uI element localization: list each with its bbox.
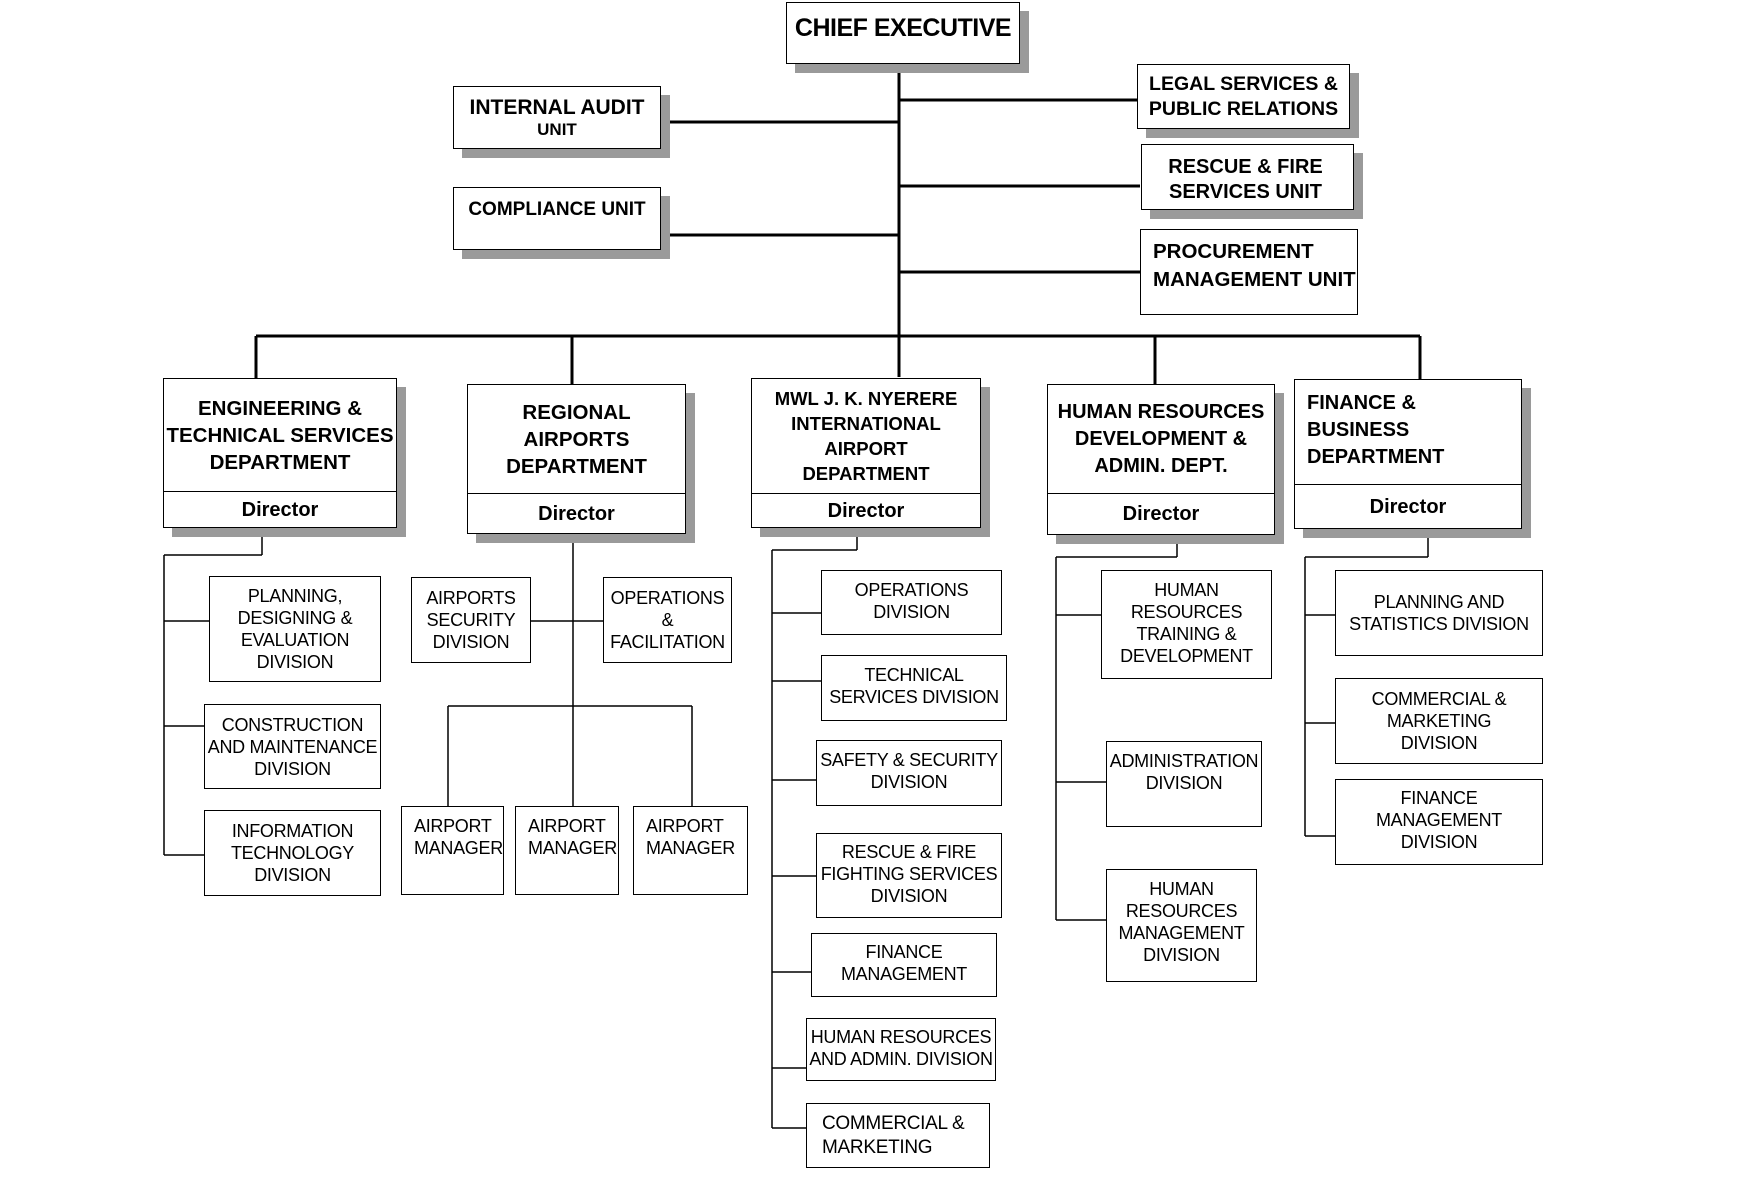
division-label: TECHNICAL SERVICES DIVISION	[829, 665, 999, 707]
division-label: PLANNING AND STATISTICS DIVISION	[1349, 592, 1529, 634]
hr-department-title: HUMAN RESOURCES DEVELOPMENT & ADMIN. DEP…	[1057, 400, 1265, 477]
division-box: HUMAN RESOURCES AND ADMIN. DIVISION	[806, 1018, 996, 1081]
procurement-unit-box: PROCUREMENT MANAGEMENT UNIT	[1140, 229, 1358, 315]
airport-manager-label: AIRPORT MANAGER	[528, 816, 617, 858]
division-label: FINANCE MANAGEMENT DIVISION	[1375, 788, 1502, 852]
division-box: ADMINISTRATION DIVISION	[1106, 741, 1262, 827]
division-box: COMMERCIAL & MARKETING	[806, 1103, 990, 1168]
engineering-director: Director	[164, 491, 396, 528]
division-box: PLANNING, DESIGNING & EVALUATION DIVISIO…	[209, 576, 381, 682]
airport-manager-box: AIRPORT MANAGER	[515, 806, 619, 895]
compliance-unit-label: COMPLIANCE UNIT	[468, 198, 646, 220]
legal-services-box: LEGAL SERVICES & PUBLIC RELATIONS	[1137, 64, 1350, 129]
division-box: RESCUE & FIRE FIGHTING SERVICES DIVISION	[816, 833, 1002, 918]
division-label: OPERATIONS DIVISION	[854, 580, 969, 622]
hr-department-box: HUMAN RESOURCES DEVELOPMENT & ADMIN. DEP…	[1047, 384, 1275, 535]
regional-airports-department-title: REGIONAL AIRPORTS DEPARTMENT	[506, 400, 647, 478]
division-box: TECHNICAL SERVICES DIVISION	[821, 655, 1007, 721]
division-label: OPERATIONS & FACILITATION	[610, 588, 725, 652]
procurement-unit-label: PROCUREMENT MANAGEMENT UNIT	[1153, 240, 1356, 291]
division-label: FINANCE MANAGEMENT	[840, 942, 967, 984]
division-box: INFORMATION TECHNOLOGY DIVISION	[204, 810, 381, 896]
internal-audit-unit-box: INTERNAL AUDIT UNIT	[453, 86, 661, 149]
division-label: HUMAN RESOURCES AND ADMIN. DIVISION	[809, 1027, 993, 1069]
division-label: RESCUE & FIRE FIGHTING SERVICES DIVISION	[820, 842, 998, 906]
internal-audit-sublabel: UNIT	[537, 119, 577, 139]
division-label: CONSTRUCTION AND MAINTENANCE DIVISION	[207, 714, 378, 779]
division-label: HUMAN RESOURCES MANAGEMENT DIVISION	[1118, 879, 1245, 965]
division-box: SAFETY & SECURITY DIVISION	[816, 740, 1002, 806]
division-box: HUMAN RESOURCES MANAGEMENT DIVISION	[1106, 869, 1257, 982]
hr-director: Director	[1048, 493, 1274, 535]
regional-airports-department-box: REGIONAL AIRPORTS DEPARTMENT Director	[467, 384, 686, 534]
regional-airports-director: Director	[468, 493, 685, 534]
division-label: HUMAN RESOURCES TRAINING & DEVELOPMENT	[1120, 580, 1253, 666]
division-box: FINANCE MANAGEMENT	[811, 933, 997, 997]
airport-manager-box: AIRPORT MANAGER	[633, 806, 748, 895]
airport-manager-label: AIRPORT MANAGER	[414, 816, 503, 858]
jnia-department-title: MWL J. K. NYERERE INTERNATIONAL AIRPORT …	[774, 388, 958, 484]
division-label: ADMINISTRATION DIVISION	[1109, 751, 1259, 793]
airport-manager-label: AIRPORT MANAGER	[646, 816, 735, 858]
division-box: AIRPORTS SECURITY DIVISION	[411, 577, 531, 663]
finance-department-title: FINANCE & BUSINESS DEPARTMENT	[1307, 392, 1445, 468]
division-label: COMMERCIAL & MARKETING DIVISION	[1371, 689, 1507, 753]
division-label: SAFETY & SECURITY DIVISION	[820, 750, 998, 792]
division-box: COMMERCIAL & MARKETING DIVISION	[1335, 678, 1543, 764]
jnia-director: Director	[752, 493, 980, 528]
rescue-fire-unit-label: RESCUE & FIRE SERVICES UNIT	[1168, 156, 1323, 203]
chief-executive-box: CHIEF EXECUTIVE	[786, 2, 1020, 64]
engineering-department-box: ENGINEERING & TECHNICAL SERVICES DEPARTM…	[163, 378, 397, 528]
division-box: OPERATIONS & FACILITATION	[603, 577, 732, 663]
compliance-unit-box: COMPLIANCE UNIT	[453, 187, 661, 250]
chief-executive-label: CHIEF EXECUTIVE	[794, 13, 1012, 42]
finance-department-box: FINANCE & BUSINESS DEPARTMENT Director	[1294, 379, 1522, 529]
finance-director: Director	[1295, 484, 1521, 529]
division-box: FINANCE MANAGEMENT DIVISION	[1335, 779, 1543, 865]
division-box: CONSTRUCTION AND MAINTENANCE DIVISION	[204, 704, 381, 789]
legal-services-label: LEGAL SERVICES & PUBLIC RELATIONS	[1148, 72, 1339, 120]
engineering-department-title: ENGINEERING & TECHNICAL SERVICES DEPARTM…	[166, 396, 394, 474]
division-label: PLANNING, DESIGNING & EVALUATION DIVISIO…	[237, 586, 353, 672]
division-label: AIRPORTS SECURITY DIVISION	[426, 588, 516, 652]
division-box: OPERATIONS DIVISION	[821, 570, 1002, 635]
internal-audit-label: INTERNAL AUDIT	[469, 95, 645, 119]
division-label: INFORMATION TECHNOLOGY DIVISION	[230, 821, 355, 885]
rescue-fire-unit-box: RESCUE & FIRE SERVICES UNIT	[1141, 144, 1354, 210]
division-box: PLANNING AND STATISTICS DIVISION	[1335, 570, 1543, 656]
division-box: HUMAN RESOURCES TRAINING & DEVELOPMENT	[1101, 570, 1272, 679]
airport-manager-box: AIRPORT MANAGER	[401, 806, 504, 895]
jnia-department-box: MWL J. K. NYERERE INTERNATIONAL AIRPORT …	[751, 378, 981, 528]
division-label: COMMERCIAL & MARKETING	[822, 1112, 965, 1158]
